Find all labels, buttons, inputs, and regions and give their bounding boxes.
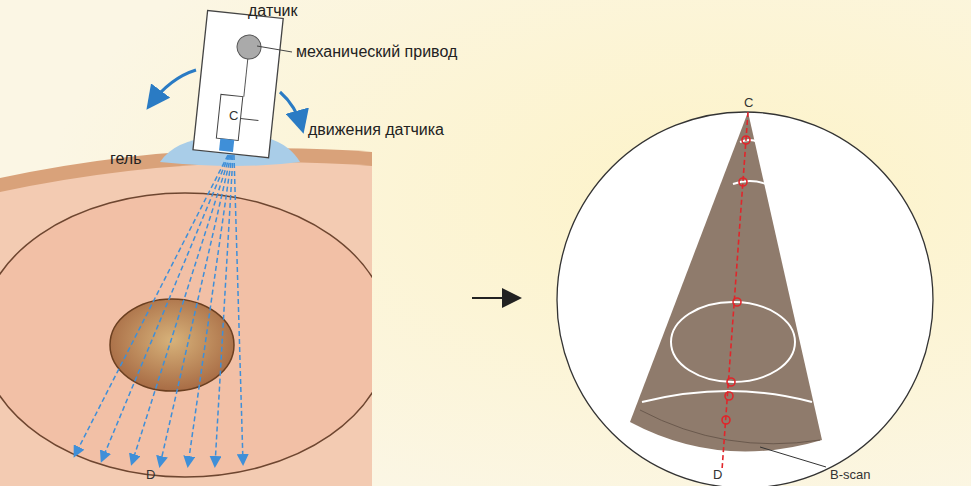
point-label: D [713,468,722,482]
scan-label: B-scan [830,468,870,482]
scan-circle [557,112,933,486]
part-label: движения датчика [308,121,444,139]
leader-line [760,447,826,467]
motion-arrow [150,70,196,105]
point-label: C [744,96,753,110]
part-label: механический привод [296,43,457,61]
leader-line [257,46,292,52]
part-label: датчик [248,2,297,20]
part-label: гель [110,150,142,168]
tumor [110,299,234,391]
b-scan-image [630,112,822,470]
eyeball [0,193,372,477]
transition-arrow [472,297,518,299]
motion-arrow [280,92,302,128]
point-label: D [146,468,155,482]
point-label: C [229,109,238,123]
ultrasound-rays [75,155,243,465]
probe [193,11,283,158]
